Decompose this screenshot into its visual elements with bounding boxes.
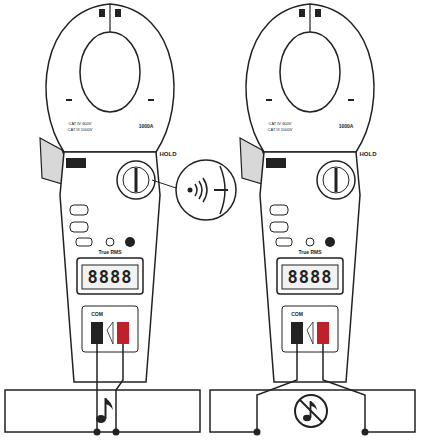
button-text: HOLD: [160, 151, 177, 157]
jaw-opening: [80, 32, 140, 112]
range-text: 1000A: [339, 124, 354, 129]
display-digits: 8888: [88, 269, 133, 286]
lcd: [82, 265, 138, 289]
brand-text: True RMS: [298, 250, 321, 255]
open-circuit: [210, 390, 415, 432]
probe-tip: [113, 429, 120, 436]
probe-tip: [362, 429, 369, 436]
display-digits: 8888: [288, 269, 333, 286]
tone-symbol: [96, 398, 113, 423]
rating-text: CAT III 1000V: [68, 128, 93, 132]
jack-text: COM: [91, 312, 103, 317]
meter-body: [60, 152, 160, 382]
test-lead: [257, 344, 297, 432]
jaw-mark: [115, 9, 121, 17]
jack-panel: [82, 306, 138, 352]
display-frame: [77, 258, 143, 294]
rotary-dial: [117, 161, 155, 199]
brand-text: True RMS: [98, 250, 121, 255]
magnifier: [176, 160, 236, 220]
warning-sign: [107, 322, 113, 344]
magnifier-leader: [152, 180, 176, 188]
com-jack: [91, 322, 103, 344]
jaw-mark: [66, 99, 72, 101]
no-tone-symbol: [295, 395, 327, 427]
v-jack: [117, 322, 129, 344]
clamp-meter: [40, 4, 174, 382]
button: [70, 222, 88, 232]
clamp-jaw: [46, 4, 174, 152]
button-text: HOLD: [360, 151, 377, 157]
rating-text: CAT IV 600V: [69, 122, 92, 126]
probe-tip: [94, 429, 101, 436]
jaw-mark: [148, 99, 154, 101]
button: [106, 238, 114, 246]
continuity-symbol: [188, 188, 193, 193]
brand-logo: [66, 158, 86, 168]
rating-text: CAT III 1000V: [268, 128, 293, 132]
button: [70, 205, 88, 215]
clamp-meter: [240, 4, 374, 382]
dial-pointer: [135, 168, 138, 192]
probe-tip: [254, 429, 261, 436]
jaw-split: [109, 4, 110, 32]
test-lead: [116, 344, 123, 432]
jaw-mark: [99, 9, 105, 17]
dial-pointer: [214, 189, 228, 191]
rating-text: CAT IV 600V: [269, 122, 292, 126]
dial-knob: [123, 167, 149, 193]
button: [125, 237, 135, 247]
continuity-symbol: [195, 178, 207, 202]
test-lead: [323, 344, 365, 432]
closed-circuit: [5, 390, 200, 432]
button: [76, 238, 92, 246]
range-text: 1000A: [139, 124, 154, 129]
jack-text: COM: [291, 312, 303, 317]
magnifier-edge: [214, 162, 233, 218]
